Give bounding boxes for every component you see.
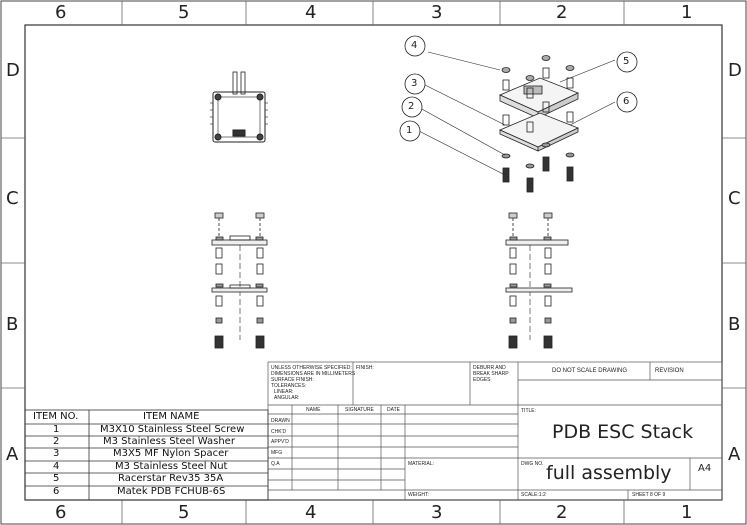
- front-view: [211, 212, 268, 349]
- zone-right-A: A: [728, 444, 741, 465]
- zone-top-4: 4: [305, 2, 317, 23]
- balloon-2: 2: [408, 101, 415, 112]
- bom-row-no: 5: [53, 473, 60, 484]
- dwg-no-value: full assembly: [546, 462, 672, 484]
- zone-left-B: B: [6, 314, 19, 335]
- deburr-note-3: EDGES: [473, 377, 491, 383]
- drawing-title: PDB ESC Stack: [552, 421, 694, 443]
- material-label: MATERIAL:: [408, 461, 435, 467]
- zone-right-D: D: [728, 60, 742, 81]
- top-view: [210, 71, 268, 143]
- zone-bottom-4: 4: [305, 502, 317, 523]
- zone-left-C: C: [6, 188, 19, 209]
- tolerance-note-3: SURFACE FINISH:: [271, 377, 314, 383]
- zone-top-3: 3: [431, 2, 443, 23]
- title-label: TITLE:: [521, 408, 537, 414]
- bom-row-name: Matek PDB FCHUB-6S: [117, 486, 226, 497]
- do-not-scale-note: DO NOT SCALE DRAWING: [552, 368, 628, 374]
- zone-bottom-1: 1: [681, 502, 693, 523]
- tolerance-note-4: TOLERANCES:: [271, 383, 307, 389]
- bom-row-name: M3X10 Stainless Steel Screw: [100, 424, 245, 435]
- col-header-name: NAME: [306, 407, 321, 413]
- bom-header-item-no: ITEM NO.: [33, 411, 79, 422]
- row-label-appvd: APPV'D: [271, 439, 289, 445]
- bom-table-frame: [24, 409, 269, 501]
- balloon-6: 6: [623, 96, 630, 107]
- finish-label: FINISH:: [356, 365, 374, 371]
- balloon-3: 3: [411, 78, 418, 89]
- tolerance-note-6: ANGULAR:: [274, 395, 300, 401]
- row-label-mfg: MFG: [271, 450, 283, 456]
- balloon-1: 1: [406, 125, 413, 136]
- zone-top-1: 1: [681, 2, 693, 23]
- side-view: [505, 212, 573, 349]
- title-block-frame: [267, 361, 723, 501]
- row-label-chkd: CHK'D: [271, 429, 287, 435]
- bom-row-name: Racerstar Rev35 35A: [118, 473, 224, 484]
- bom-row-name: M3 Stainless Steel Washer: [103, 436, 235, 447]
- bom-row-no: 3: [53, 448, 60, 459]
- deburr-note-1: DEBURR AND: [473, 365, 506, 371]
- row-label-qa: Q.A: [271, 461, 280, 467]
- zone-bottom-2: 2: [556, 502, 568, 523]
- isometric-view: [399, 35, 638, 193]
- weight-label: WEIGHT:: [408, 492, 429, 498]
- zone-top-6: 6: [55, 2, 67, 23]
- scale-label: SCALE:1:2: [521, 492, 546, 498]
- zone-left-A: A: [6, 444, 19, 465]
- bom-row-no: 2: [53, 436, 60, 447]
- zone-bottom-3: 3: [431, 502, 443, 523]
- bom-row-no: 4: [53, 461, 60, 472]
- zone-left-D: D: [6, 60, 20, 81]
- tolerance-note-1: UNLESS OTHERWISE SPECIFIED:: [271, 365, 352, 371]
- tolerance-note-2: DIMENSIONS ARE IN MILLIMETERS: [271, 371, 356, 377]
- deburr-note-2: BREAK SHARP: [473, 371, 509, 377]
- col-header-date: DATE: [387, 407, 400, 413]
- bom-header-item-name: ITEM NAME: [143, 411, 200, 422]
- zone-top-5: 5: [178, 2, 190, 23]
- tolerance-note-5: LINEAR:: [274, 389, 294, 395]
- col-header-signature: SIGNATURE: [345, 407, 374, 413]
- sheet-size: A4: [698, 463, 712, 474]
- bom-row-no: 1: [53, 424, 60, 435]
- dwg-no-label: DWG NO.: [521, 461, 544, 467]
- bom-row-no: 6: [53, 486, 60, 497]
- zone-bottom-6: 6: [55, 502, 67, 523]
- zone-bottom-5: 5: [178, 502, 190, 523]
- row-label-drawn: DRAWN: [271, 418, 290, 424]
- sheet-number: SHEET 8 OF 9: [632, 492, 666, 498]
- balloon-5: 5: [623, 56, 630, 67]
- zone-top-2: 2: [556, 2, 568, 23]
- bom-row-name: M3 Stainless Steel Nut: [115, 461, 228, 472]
- zone-right-C: C: [728, 188, 741, 209]
- balloon-4: 4: [411, 40, 418, 51]
- zone-right-B: B: [728, 314, 741, 335]
- revision-label: REVISION: [655, 368, 684, 374]
- bom-row-name: M3X5 MF Nylon Spacer: [113, 448, 229, 459]
